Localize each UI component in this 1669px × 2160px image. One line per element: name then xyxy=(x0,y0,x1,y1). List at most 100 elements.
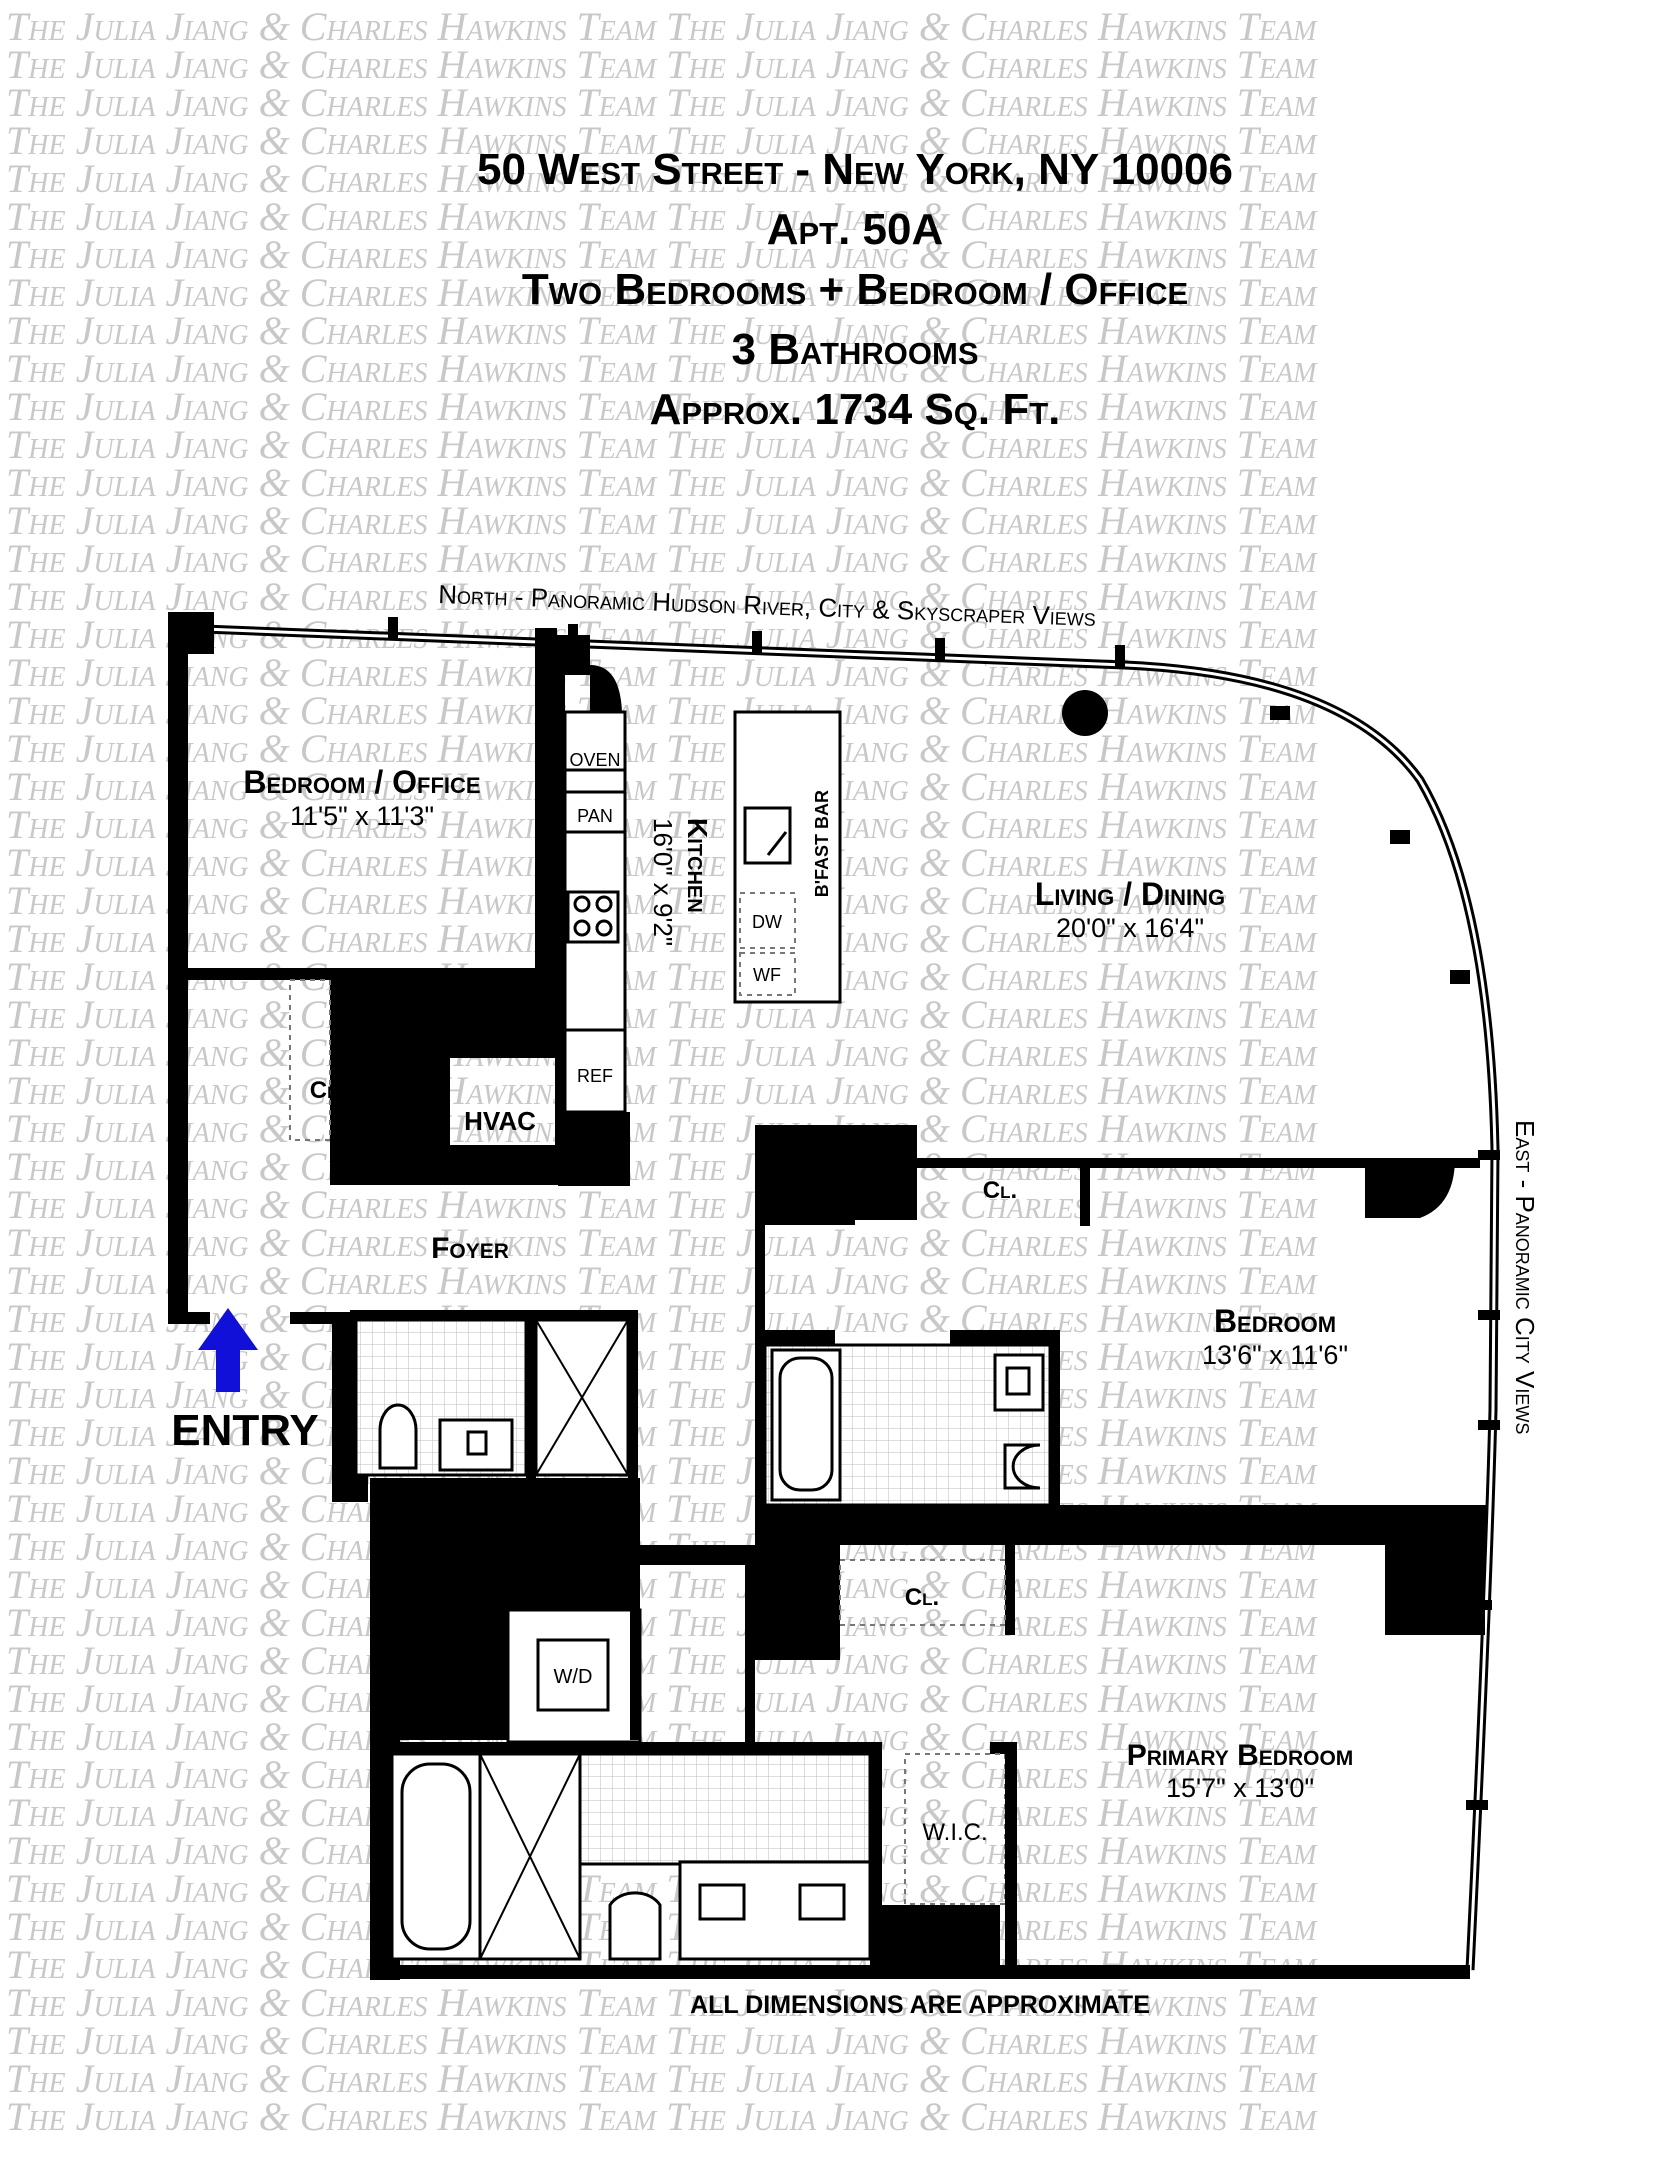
kitchen-dims-label: 16'0" x 9'2" xyxy=(648,818,678,946)
watermark-row: The Julia Jiang & Charles Hawkins Team T… xyxy=(6,650,1318,695)
entry-arrow-icon xyxy=(198,1308,258,1392)
watermark-row: The Julia Jiang & Charles Hawkins Team T… xyxy=(6,916,1318,961)
address-text: 50 West Street - New York, NY 10006 xyxy=(477,145,1233,194)
watermark-row: The Julia Jiang & Charles Hawkins Team T… xyxy=(6,156,1318,201)
watermark-row: The Julia Jiang & Charles Hawkins Team T… xyxy=(6,2094,1318,2139)
dishwasher-fixture xyxy=(739,892,796,949)
watermark-row: The Julia Jiang & Charles Hawkins Team T… xyxy=(6,2056,1318,2101)
watermark-row: The Julia Jiang & Charles Hawkins Team T… xyxy=(6,1942,1318,1987)
watermark-row: The Julia Jiang & Charles Hawkins Team T… xyxy=(6,1220,1318,1265)
powder-toilet xyxy=(378,1403,418,1470)
bedroom-dims-label: 13'6" x 11'6" xyxy=(1202,1340,1348,1370)
watermark-row: The Julia Jiang & Charles Hawkins Team T… xyxy=(6,1068,1318,1113)
core-walls xyxy=(188,628,630,1186)
watermark-row: The Julia Jiang & Charles Hawkins Team T… xyxy=(6,1600,1318,1645)
watermark-row: The Julia Jiang & Charles Hawkins Team T… xyxy=(6,878,1318,923)
bathrooms-text: 3 Bathrooms xyxy=(732,325,979,374)
watermark-row: The Julia Jiang & Charles Hawkins Team T… xyxy=(6,1182,1318,1227)
watermark-row: The Julia Jiang & Charles Hawkins Team T… xyxy=(6,574,1318,619)
room-labels: Bedroom / Office 11'5" x 11'3" Living / … xyxy=(243,764,1353,1803)
watermark-row: The Julia Jiang & Charles Hawkins Team T… xyxy=(6,1030,1318,1075)
entry-label: ENTRY xyxy=(171,1406,319,1455)
bedroom-name-label: Bedroom xyxy=(1214,1303,1336,1339)
primary-bath-floor xyxy=(578,1752,872,1866)
watermark-row: The Julia Jiang & Charles Hawkins Team T… xyxy=(6,42,1318,87)
bedroom-bath-sink xyxy=(993,1353,1045,1412)
watermark-row: The Julia Jiang & Charles Hawkins Team T… xyxy=(6,536,1318,581)
watermark-row: The Julia Jiang & Charles Hawkins Team T… xyxy=(6,1410,1318,1455)
watermark-row: The Julia Jiang & Charles Hawkins Team T… xyxy=(6,422,1318,467)
office-closet-label: Cl. xyxy=(310,1077,344,1104)
oven-label: OVEN xyxy=(569,750,620,770)
apartment-text: Apt. 50A xyxy=(767,205,944,254)
watermark-row: The Julia Jiang & Charles Hawkins Team T… xyxy=(6,1904,1318,1949)
primary-name-label: Primary Bedroom xyxy=(1127,1739,1354,1772)
watermark-row: The Julia Jiang & Charles Hawkins Team T… xyxy=(6,270,1318,315)
ref-label: REF xyxy=(577,1066,613,1086)
foyer-label: Foyer xyxy=(431,1232,509,1265)
breakfast-bar-label: B'FAST BAR xyxy=(812,790,832,897)
refrigerator-fixture xyxy=(563,1028,627,1114)
watermark-row: The Julia Jiang & Charles Hawkins Team T… xyxy=(6,460,1318,505)
primary-closet-label: Cl. xyxy=(905,1584,939,1611)
watermark-row: The Julia Jiang & Charles Hawkins Team T… xyxy=(6,726,1318,771)
watermark-row: The Julia Jiang & Charles Hawkins Team T… xyxy=(6,1866,1318,1911)
primary-toilet xyxy=(608,1891,662,1961)
watermark-row: The Julia Jiang & Charles Hawkins Team T… xyxy=(6,1106,1318,1151)
east-view-label: East - Panoramic City Views xyxy=(1510,1120,1540,1434)
watermark-row: The Julia Jiang & Charles Hawkins Team T… xyxy=(6,2018,1318,2063)
watermark-row: The Julia Jiang & Charles Hawkins Team T… xyxy=(6,764,1318,809)
bedrooms-text: Two Bedrooms + Bedroom / Office xyxy=(522,265,1188,314)
watermark-row: The Julia Jiang & Charles Hawkins Team T… xyxy=(6,992,1318,1037)
wd-label: W/D xyxy=(554,1666,593,1688)
watermark-row: The Julia Jiang & Charles Hawkins Team T… xyxy=(6,802,1318,847)
watermark-row: The Julia Jiang & Charles Hawkins Team T… xyxy=(6,1562,1318,1607)
watermark-row: The Julia Jiang & Charles Hawkins Team T… xyxy=(6,308,1318,353)
living-name-label: Living / Dining xyxy=(1035,876,1225,912)
watermark-row: The Julia Jiang & Charles Hawkins Team T… xyxy=(6,1258,1318,1303)
watermark-row: The Julia Jiang & Charles Hawkins Team T… xyxy=(6,840,1318,885)
wine-fridge-fixture xyxy=(739,952,796,996)
watermark-row: The Julia Jiang & Charles Hawkins Team T… xyxy=(6,1676,1318,1721)
office-dims-label: 11'5" x 11'3" xyxy=(290,801,434,831)
watermark-row: The Julia Jiang & Charles Hawkins Team T… xyxy=(6,4,1318,49)
watermark-row: The Julia Jiang & Charles Hawkins Team T… xyxy=(6,232,1318,277)
east-bedroom xyxy=(755,1125,1487,1660)
primary-suite: W.I.C. xyxy=(390,1545,1017,1967)
area-text: Approx. 1734 Sq. Ft. xyxy=(650,385,1061,434)
kitchen: OVEN PAN REF Kitchen 16'0" x 9'2" DW WF … xyxy=(563,690,1108,1114)
watermark-row: The Julia Jiang & Charles Hawkins Team T… xyxy=(6,1638,1318,1683)
dw-label: DW xyxy=(752,912,782,932)
watermark-row: The Julia Jiang & Charles Hawkins Team T… xyxy=(6,118,1318,163)
living-dims-label: 20'0" x 16'4" xyxy=(1056,913,1204,943)
watermark-row: The Julia Jiang & Charles Hawkins Team T… xyxy=(6,498,1318,543)
primary-dims-label: 15'7" x 13'0" xyxy=(1166,1773,1314,1803)
dimensions-note: ALL DIMENSIONS ARE APPROXIMATE xyxy=(690,1991,1150,2019)
wic-label: W.I.C. xyxy=(922,1819,987,1846)
bedroom-bathtub xyxy=(770,1348,842,1502)
pan-label: PAN xyxy=(577,806,613,826)
watermark-row: The Julia Jiang & Charles Hawkins Team T… xyxy=(6,194,1318,239)
kitchen-name-label: Kitchen xyxy=(682,818,713,913)
wf-label: WF xyxy=(753,965,781,985)
bedroom-bath-toilet xyxy=(1003,1443,1041,1490)
oven-fixture xyxy=(563,710,627,772)
office-name-label: Bedroom / Office xyxy=(243,764,480,800)
watermark-row: The Julia Jiang & Charles Hawkins Team T… xyxy=(6,80,1318,125)
exterior-walls xyxy=(168,612,1500,1980)
foyer-area: W/D xyxy=(350,1310,642,1744)
watermark-row: The Julia Jiang & Charles Hawkins Team T… xyxy=(6,346,1318,391)
column xyxy=(1062,690,1108,736)
bedroom-closet-label: Cl. xyxy=(983,1177,1017,1204)
watermark-row: The Julia Jiang & Charles Hawkins Team T… xyxy=(6,384,1318,429)
hvac-label: HVAC xyxy=(464,1106,536,1136)
watermark-row: The Julia Jiang & Charles Hawkins Team T… xyxy=(6,1980,1318,2025)
pantry-fixture xyxy=(563,790,627,834)
watermark-row: The Julia Jiang & Charles Hawkins Team T… xyxy=(6,1448,1318,1493)
washer-dryer xyxy=(536,1638,610,1712)
primary-vanity xyxy=(678,1860,872,1961)
primary-bathtub xyxy=(390,1752,482,1961)
listing-header: 50 West Street - New York, NY 10006 Apt.… xyxy=(477,145,1233,434)
entry-marker: ENTRY xyxy=(171,1308,319,1455)
